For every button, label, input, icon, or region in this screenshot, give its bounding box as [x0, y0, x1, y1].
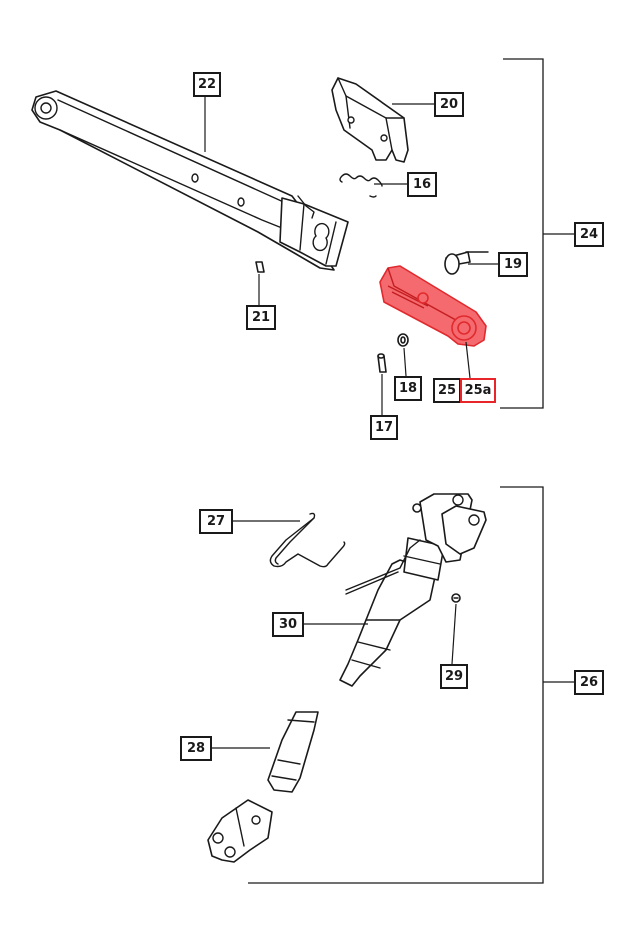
part-16-spring	[339, 173, 383, 198]
callout-27: 27	[199, 509, 233, 534]
part-27-wire-spring	[269, 512, 346, 568]
leader-lines	[204, 95, 498, 749]
part-29-screw	[451, 593, 461, 603]
callout-16: 16	[407, 172, 437, 197]
callout-18: 18	[394, 376, 422, 401]
bracket-26	[248, 486, 574, 884]
callout-26: 26	[574, 670, 604, 695]
callout-24: 24	[574, 222, 604, 247]
part-20-plate	[331, 77, 409, 163]
bracket-24	[500, 58, 574, 409]
callout-21: 21	[246, 305, 276, 330]
part-22-arm	[31, 90, 349, 271]
callout-17: 17	[370, 415, 398, 440]
callout-30: 30	[272, 612, 304, 637]
part-30-tube	[339, 493, 487, 687]
part-28-rod	[207, 711, 319, 863]
part-25a-link-arm	[379, 265, 487, 347]
callout-25: 25	[433, 378, 461, 403]
callout-19: 19	[498, 252, 528, 277]
callout-20: 20	[434, 92, 464, 117]
part-19-bolt	[444, 251, 489, 275]
part-21-pin	[255, 261, 265, 273]
part-17-cotter-pin	[377, 353, 387, 373]
callout-29: 29	[440, 664, 468, 689]
callout-25a: 25a	[460, 378, 496, 403]
part-18-washer	[397, 333, 409, 347]
callout-22: 22	[193, 72, 221, 97]
callout-28: 28	[180, 736, 212, 761]
